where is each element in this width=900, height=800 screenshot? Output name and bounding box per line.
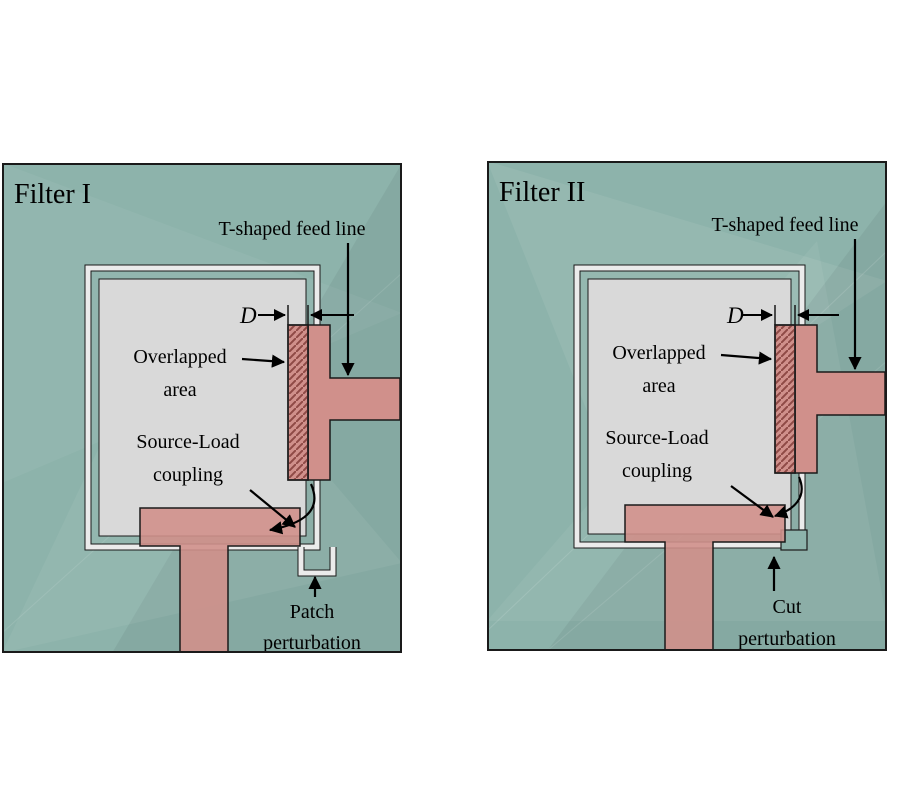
- filter-1-diagram: Filter I T-shaped feed line D Overlapped…: [2, 163, 402, 653]
- patch: [587, 278, 792, 535]
- dimension-label: D: [726, 303, 744, 328]
- feed-line-label: T-shaped feed line: [712, 214, 859, 236]
- overlapped-area-label-line1: Overlapped: [133, 346, 226, 368]
- coupling-curved-arrow: [773, 476, 803, 519]
- perturbation-label-line1: Patch: [290, 601, 334, 623]
- overlapped-area-label-line1: Overlapped: [612, 342, 705, 364]
- perturbation-label-line1: Cut: [773, 596, 802, 618]
- filter-2-panel: Filter II T-shaped feed line D Overlappe…: [487, 161, 887, 651]
- panel-border: [2, 163, 402, 653]
- coupling-label-line2: coupling: [153, 464, 223, 486]
- perturbation-label-line2: perturbation: [263, 632, 361, 653]
- feed-line-label: T-shaped feed line: [219, 218, 366, 240]
- panel-border: [487, 161, 887, 651]
- patch-perturbation: [298, 547, 336, 576]
- source-load-coupling-arrow: [730, 485, 774, 518]
- coupling-label-line1: Source-Load: [136, 431, 239, 453]
- overlapped-area-label-line2: area: [642, 375, 675, 397]
- coupling-label-line1: Source-Load: [605, 427, 708, 449]
- overlapped-area-hatch: [774, 324, 796, 474]
- overlapped-area-label-line2: area: [163, 379, 196, 401]
- filter-1-panel: Filter I T-shaped feed line D Overlapped…: [2, 163, 402, 653]
- dimension-label: D: [239, 303, 257, 328]
- overlapped-area-arrow: [241, 354, 286, 368]
- coupling-curved-arrow: [268, 483, 316, 535]
- overlapped-area-arrow: [720, 351, 773, 365]
- filter-2-diagram: Filter II T-shaped feed line D Overlappe…: [487, 161, 887, 651]
- perturbation-label-line2: perturbation: [738, 628, 836, 650]
- source-load-coupling-arrow: [249, 489, 296, 528]
- coupling-label-line2: coupling: [622, 460, 692, 482]
- panel-title: Filter II: [499, 177, 585, 208]
- overlapped-area-hatch: [287, 324, 309, 481]
- panel-title: Filter I: [14, 179, 91, 210]
- patch: [98, 278, 307, 537]
